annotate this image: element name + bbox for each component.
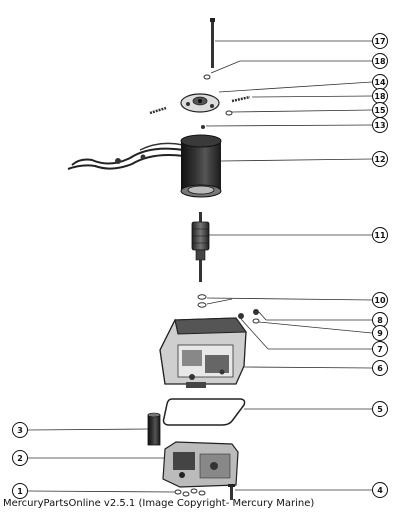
svg-text:14: 14 <box>374 78 386 87</box>
svg-text:10: 10 <box>374 296 386 305</box>
callout-18a: 18 <box>372 53 388 69</box>
part-small-hardware <box>174 488 206 497</box>
svg-text:11: 11 <box>374 231 386 240</box>
svg-text:8: 8 <box>377 316 383 325</box>
part-armature <box>191 212 210 282</box>
callout-2: 2 <box>12 450 28 466</box>
svg-text:18: 18 <box>374 92 386 101</box>
part-gear-housing <box>159 317 247 388</box>
copyright-caption: MercuryPartsOnline v2.5.1 (Image Copyrig… <box>3 498 315 509</box>
callout-7: 7 <box>372 341 388 357</box>
svg-text:6: 6 <box>377 364 383 373</box>
callout-13: 13 <box>372 117 388 133</box>
part-washer-9 <box>252 318 260 324</box>
part-washer-top <box>203 74 211 80</box>
callout-18b: 18 <box>372 88 388 104</box>
callout-3: 3 <box>12 422 28 438</box>
callout-4: 4 <box>372 482 388 498</box>
svg-text:3: 3 <box>17 426 23 435</box>
part-washers <box>197 294 207 308</box>
svg-text:15: 15 <box>374 106 386 115</box>
svg-text:12: 12 <box>374 155 385 164</box>
part-screw-left <box>149 106 167 115</box>
svg-text:5: 5 <box>377 405 383 414</box>
part-bushing <box>147 412 161 446</box>
callout-1: 1 <box>12 483 28 499</box>
svg-text:18: 18 <box>374 57 386 66</box>
part-gasket <box>162 398 246 426</box>
part-cover-plate <box>162 441 239 488</box>
part-end-cap <box>180 93 220 113</box>
svg-text:4: 4 <box>377 486 383 495</box>
part-nut-8 <box>253 309 259 315</box>
part-small-washer <box>225 110 233 116</box>
callout-6: 6 <box>372 360 388 376</box>
svg-text:17: 17 <box>374 37 385 46</box>
callout-10: 10 <box>372 292 388 308</box>
part-rod <box>210 18 215 68</box>
svg-text:13: 13 <box>374 121 385 130</box>
part-ball <box>201 125 205 129</box>
callout-5: 5 <box>372 401 388 417</box>
svg-text:7: 7 <box>377 345 383 354</box>
svg-text:1: 1 <box>17 487 23 496</box>
part-screw-bottom <box>228 484 235 500</box>
callout-17: 17 <box>372 33 388 49</box>
callout-14: 14 <box>372 74 388 90</box>
callout-15: 15 <box>372 102 388 118</box>
part-screw-right <box>231 95 251 103</box>
part-motor-housing <box>67 134 222 198</box>
svg-text:2: 2 <box>17 454 23 463</box>
part-nut-7 <box>238 313 244 319</box>
callout-11: 11 <box>372 227 388 243</box>
callout-12: 12 <box>372 151 388 167</box>
svg-text:9: 9 <box>377 329 383 338</box>
callout-9: 9 <box>372 325 388 341</box>
leader-lines <box>27 40 373 493</box>
